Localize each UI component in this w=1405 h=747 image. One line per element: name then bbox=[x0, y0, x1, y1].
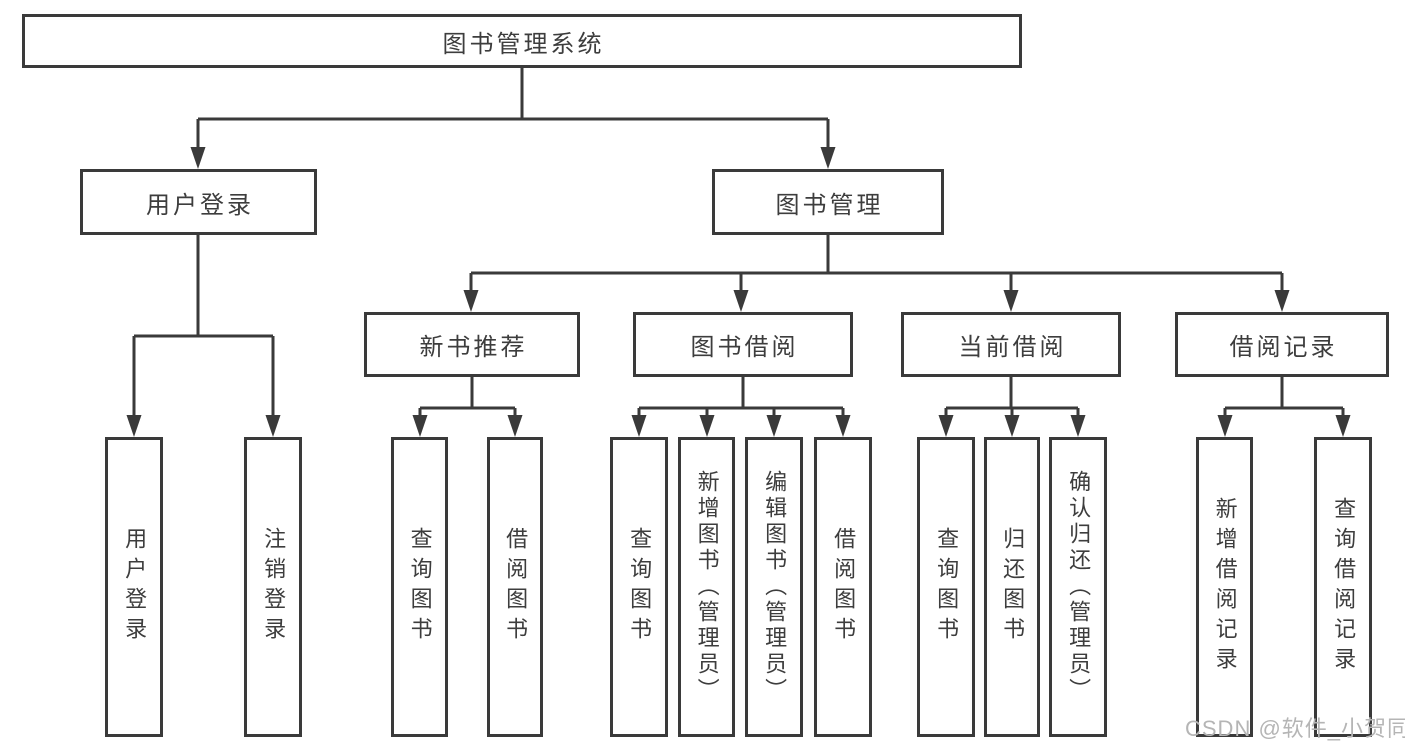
arrowheads bbox=[126, 147, 1351, 437]
leaf-add-borrow-record: 新增借阅记录 bbox=[1196, 437, 1253, 737]
leaf-query-books-current: 查询图书 bbox=[917, 437, 975, 737]
node-borrowing-records-label: 借阅记录 bbox=[1229, 334, 1338, 361]
leaf-borrow-books-borrowing-label: 借阅图书 bbox=[831, 527, 857, 647]
leaf-confirm-return-admin-label: 确认归还（管理员） bbox=[1066, 470, 1092, 704]
node-book-management: 图书管理 bbox=[712, 169, 944, 235]
leaf-add-borrow-record-label: 新增借阅记录 bbox=[1212, 497, 1238, 677]
node-borrowing-records: 借阅记录 bbox=[1175, 312, 1389, 377]
leaf-edit-books-admin: 编辑图书（管理员） bbox=[745, 437, 803, 737]
leaf-user-login-label: 用户登录 bbox=[122, 527, 148, 647]
leaf-borrow-books-borrowing: 借阅图书 bbox=[814, 437, 872, 737]
node-book-borrowing-label: 图书借阅 bbox=[690, 334, 799, 361]
leaf-query-books-newbook-label: 查询图书 bbox=[407, 527, 433, 647]
node-user-login-group: 用户登录 bbox=[80, 169, 317, 235]
leaf-logout-label: 注销登录 bbox=[261, 527, 287, 647]
node-current-borrowing-label: 当前借阅 bbox=[958, 334, 1067, 361]
leaf-user-login: 用户登录 bbox=[105, 437, 163, 737]
node-new-book-recommend: 新书推荐 bbox=[364, 312, 580, 377]
leaf-return-books-label: 归还图书 bbox=[1000, 527, 1026, 647]
leaf-query-borrow-record-label: 查询借阅记录 bbox=[1331, 497, 1357, 677]
node-library-management-system: 图书管理系统 bbox=[22, 14, 1022, 68]
leaf-add-books-admin-label: 新增图书（管理员） bbox=[694, 470, 720, 704]
node-current-borrowing: 当前借阅 bbox=[901, 312, 1121, 377]
leaf-borrow-books-newbook: 借阅图书 bbox=[487, 437, 543, 737]
node-library-management-system-label: 图书管理系统 bbox=[442, 30, 605, 58]
leaf-query-books-borrowing-label: 查询图书 bbox=[627, 527, 653, 647]
leaf-add-books-admin: 新增图书（管理员） bbox=[678, 437, 735, 737]
leaf-query-borrow-record: 查询借阅记录 bbox=[1314, 437, 1372, 737]
csdn-watermark: CSDN @软件_小贺同学 bbox=[1185, 716, 1405, 741]
leaf-edit-books-admin-label: 编辑图书（管理员） bbox=[762, 470, 788, 704]
leaf-logout: 注销登录 bbox=[244, 437, 302, 737]
leaf-query-books-current-label: 查询图书 bbox=[934, 527, 960, 647]
leaf-query-books-borrowing: 查询图书 bbox=[610, 437, 668, 737]
node-new-book-recommend-label: 新书推荐 bbox=[419, 334, 528, 361]
leaf-query-books-newbook: 查询图书 bbox=[391, 437, 448, 737]
node-book-management-label: 图书管理 bbox=[775, 191, 884, 219]
node-book-borrowing: 图书借阅 bbox=[633, 312, 853, 377]
leaf-confirm-return-admin: 确认归还（管理员） bbox=[1049, 437, 1107, 737]
node-user-login-group-label: 用户登录 bbox=[146, 191, 254, 219]
leaf-borrow-books-newbook-label: 借阅图书 bbox=[503, 527, 529, 647]
leaf-return-books: 归还图书 bbox=[984, 437, 1040, 737]
